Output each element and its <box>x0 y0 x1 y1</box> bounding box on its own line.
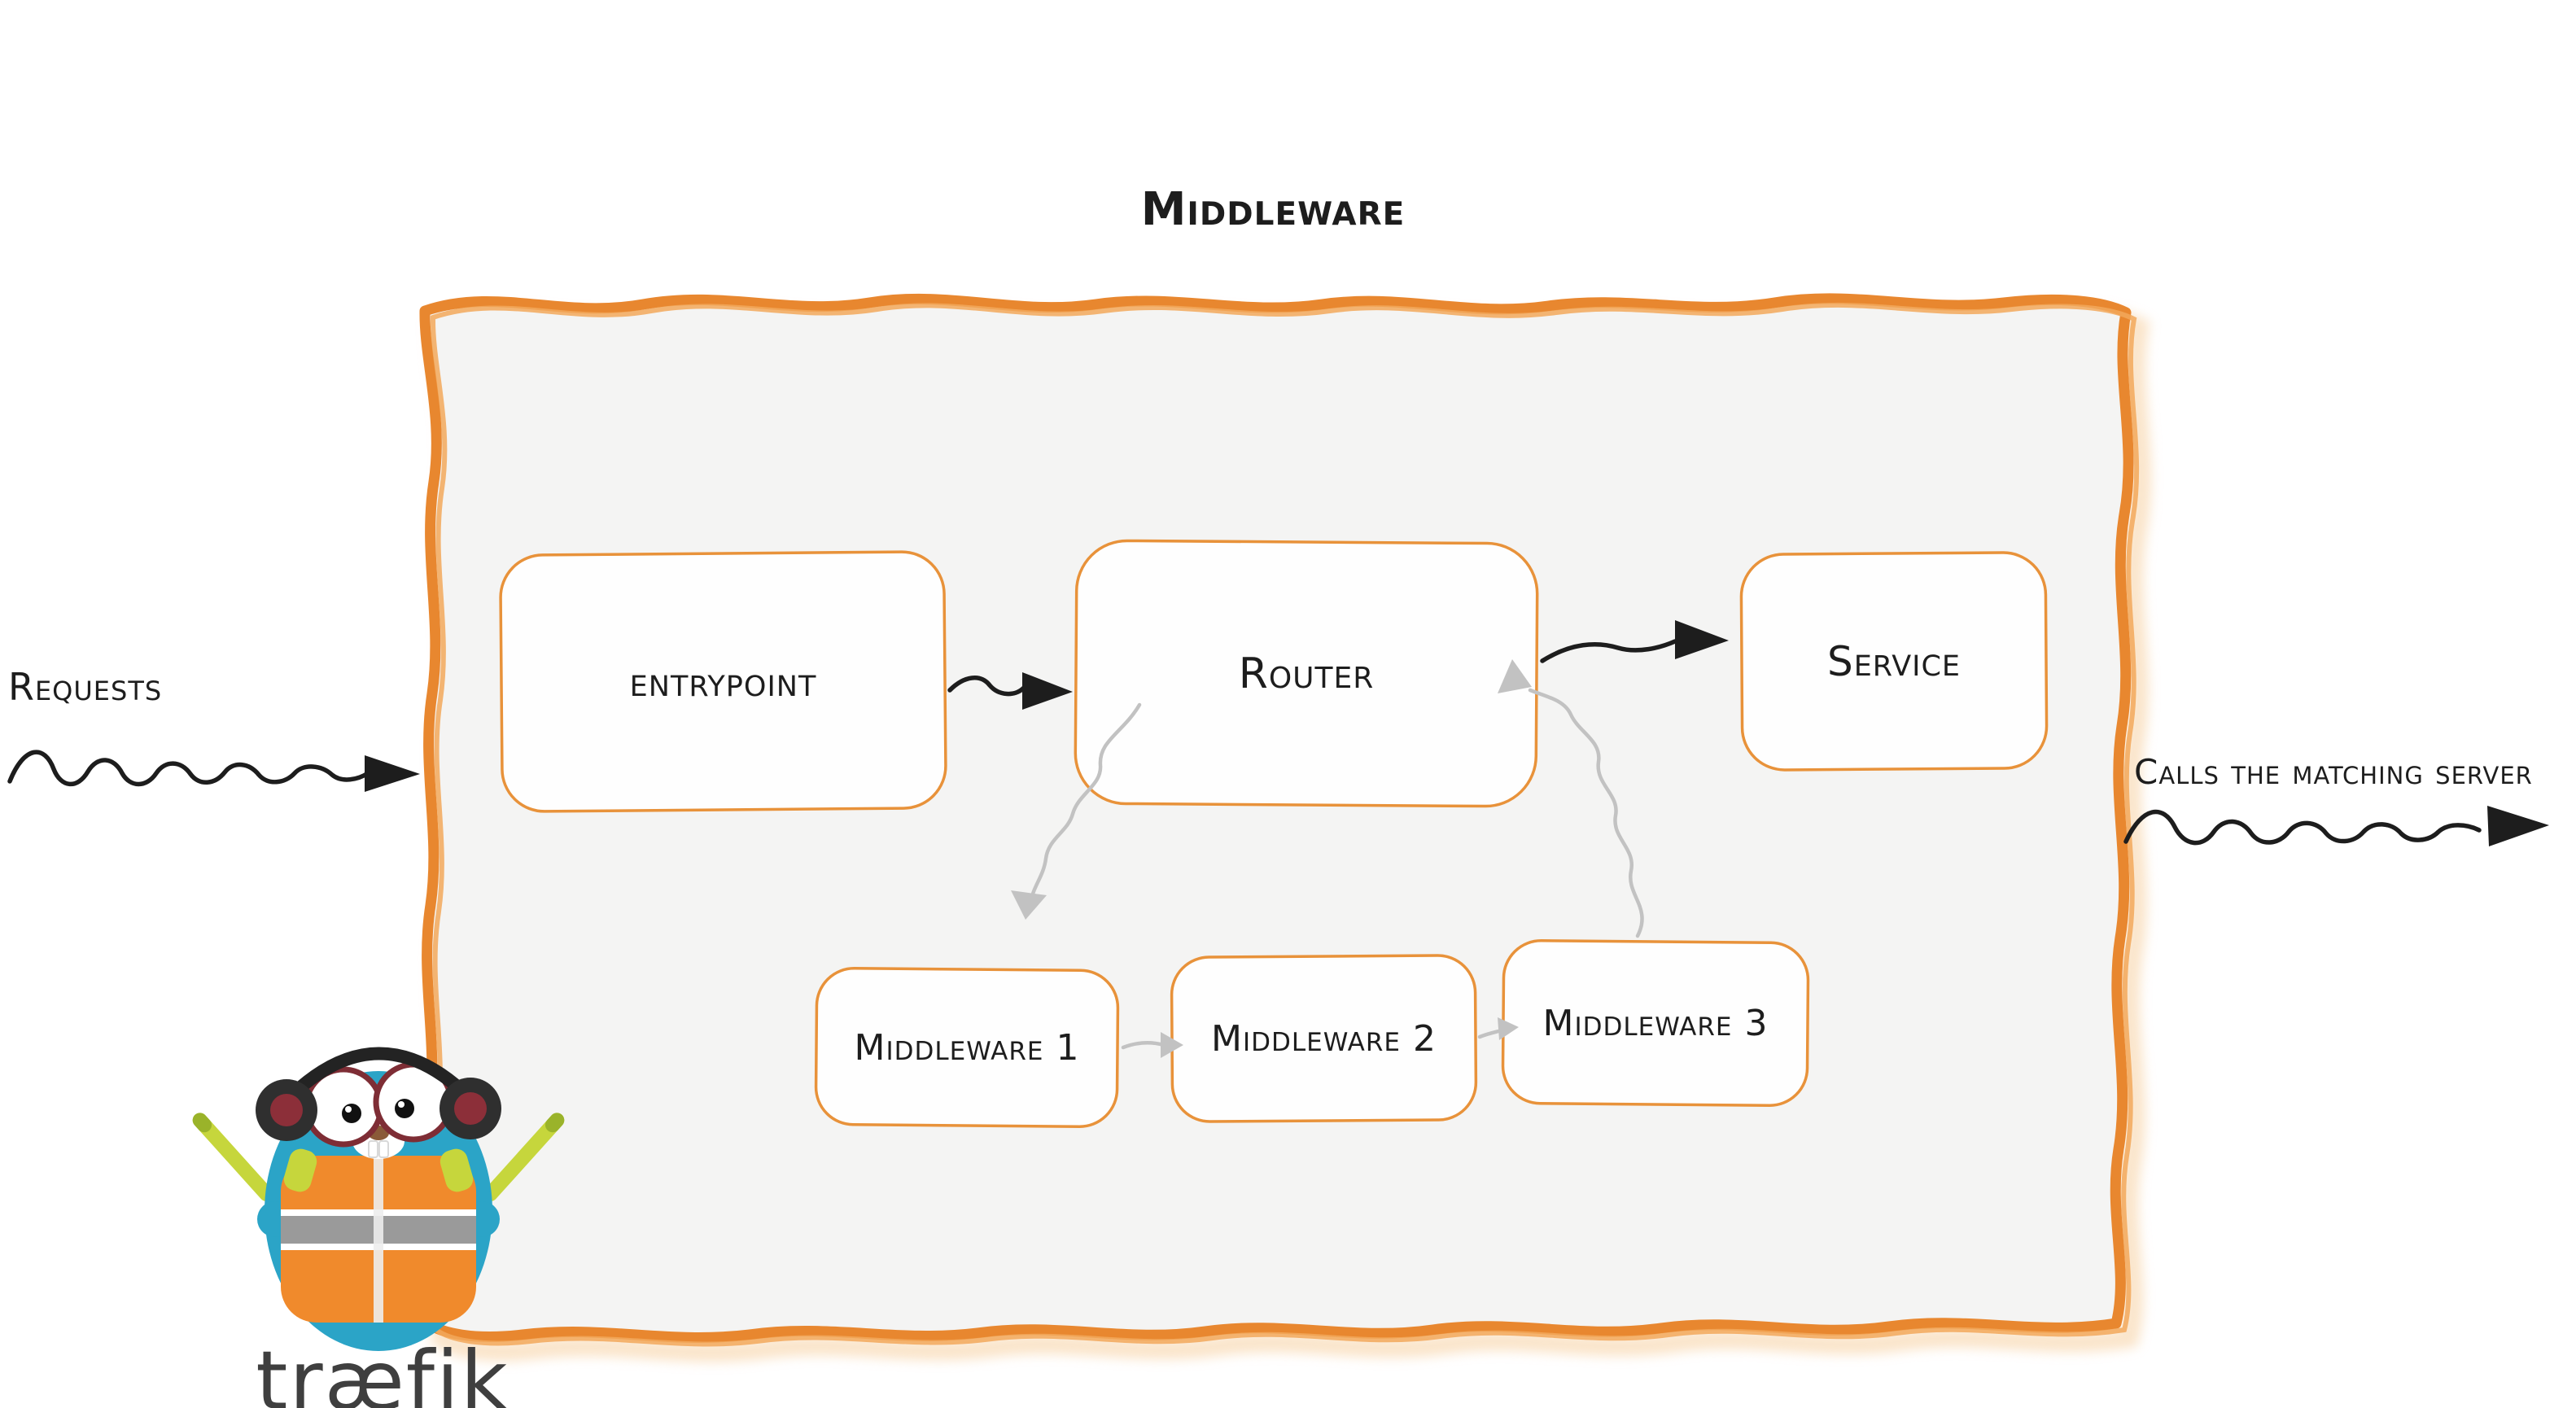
traefik-gopher-logo <box>192 1047 565 1351</box>
router-node <box>1074 539 1539 808</box>
entrypoint-node-label: entrypoint <box>629 658 817 706</box>
baton-right-shape <box>483 1113 565 1202</box>
baton-right-tip <box>545 1113 565 1133</box>
middleware1-node-label: Middleware 1 <box>854 1026 1080 1069</box>
arrow-router-to-service <box>1540 639 1677 663</box>
calls-label: Calls the matching server <box>2134 751 2533 792</box>
arrow-requests-in <box>7 750 370 787</box>
middleware3-node-label: Middleware 3 <box>1542 1002 1769 1044</box>
black-arrows <box>7 639 2482 846</box>
baton-left-tip <box>192 1113 212 1133</box>
arrowhead-to-middleware2 <box>1161 1032 1183 1058</box>
gopher-baton-right <box>483 1113 565 1202</box>
service-node <box>1739 551 2049 772</box>
gopher-vest <box>281 1148 476 1323</box>
pupil-highlight-left <box>345 1106 352 1113</box>
gopher-tooth-right <box>378 1140 389 1158</box>
baton-left-shape <box>192 1113 274 1202</box>
traefik-wordmark: træfik <box>256 1333 510 1408</box>
pupil-highlight-right <box>398 1101 405 1108</box>
headphone-cup-left-inner <box>270 1094 303 1126</box>
gopher-pupil-left <box>342 1104 361 1123</box>
headphone-cup-right-inner <box>454 1092 487 1125</box>
service-node-label: Service <box>1826 637 1962 685</box>
arrow-router-to-middleware1 <box>1028 702 1142 907</box>
arrowhead-entrypoint-router <box>1022 672 1073 710</box>
gopher-baton-left <box>192 1113 274 1202</box>
middleware-frame <box>425 299 2128 1338</box>
vest-zipper <box>374 1156 383 1323</box>
black-arrowheads <box>365 620 2549 846</box>
diagram-title: Middleware <box>1140 182 1406 236</box>
entrypoint-node <box>499 550 947 813</box>
vest-collar-left <box>283 1148 317 1192</box>
arrowhead-router-service <box>1675 620 1729 659</box>
headphone-band <box>280 1047 477 1107</box>
gopher-tooth-left <box>368 1140 378 1158</box>
arrowhead-calls-out <box>2487 806 2549 846</box>
arrowhead-to-middleware3 <box>1498 1017 1519 1040</box>
middleware2-node-label: Middleware 2 <box>1211 1017 1437 1060</box>
arrow-entrypoint-to-router <box>947 676 1026 697</box>
vest-collar-right <box>440 1148 474 1192</box>
arrow-calls-out <box>2123 809 2482 846</box>
gray-arrowheads <box>1011 659 1532 1058</box>
gopher-pupil-right <box>395 1099 414 1118</box>
node-boxes <box>499 539 2049 1128</box>
router-node-label: Router <box>1238 649 1375 698</box>
arrowhead-to-middleware1 <box>1011 890 1047 920</box>
arrow-middleware3-to-router <box>1528 688 1644 938</box>
middleware1-node <box>814 967 1120 1128</box>
arrowhead-to-router <box>1498 659 1532 693</box>
gopher-headphones <box>256 1047 501 1141</box>
requests-label: Requests <box>8 665 163 709</box>
arrowhead-requests <box>365 755 420 792</box>
